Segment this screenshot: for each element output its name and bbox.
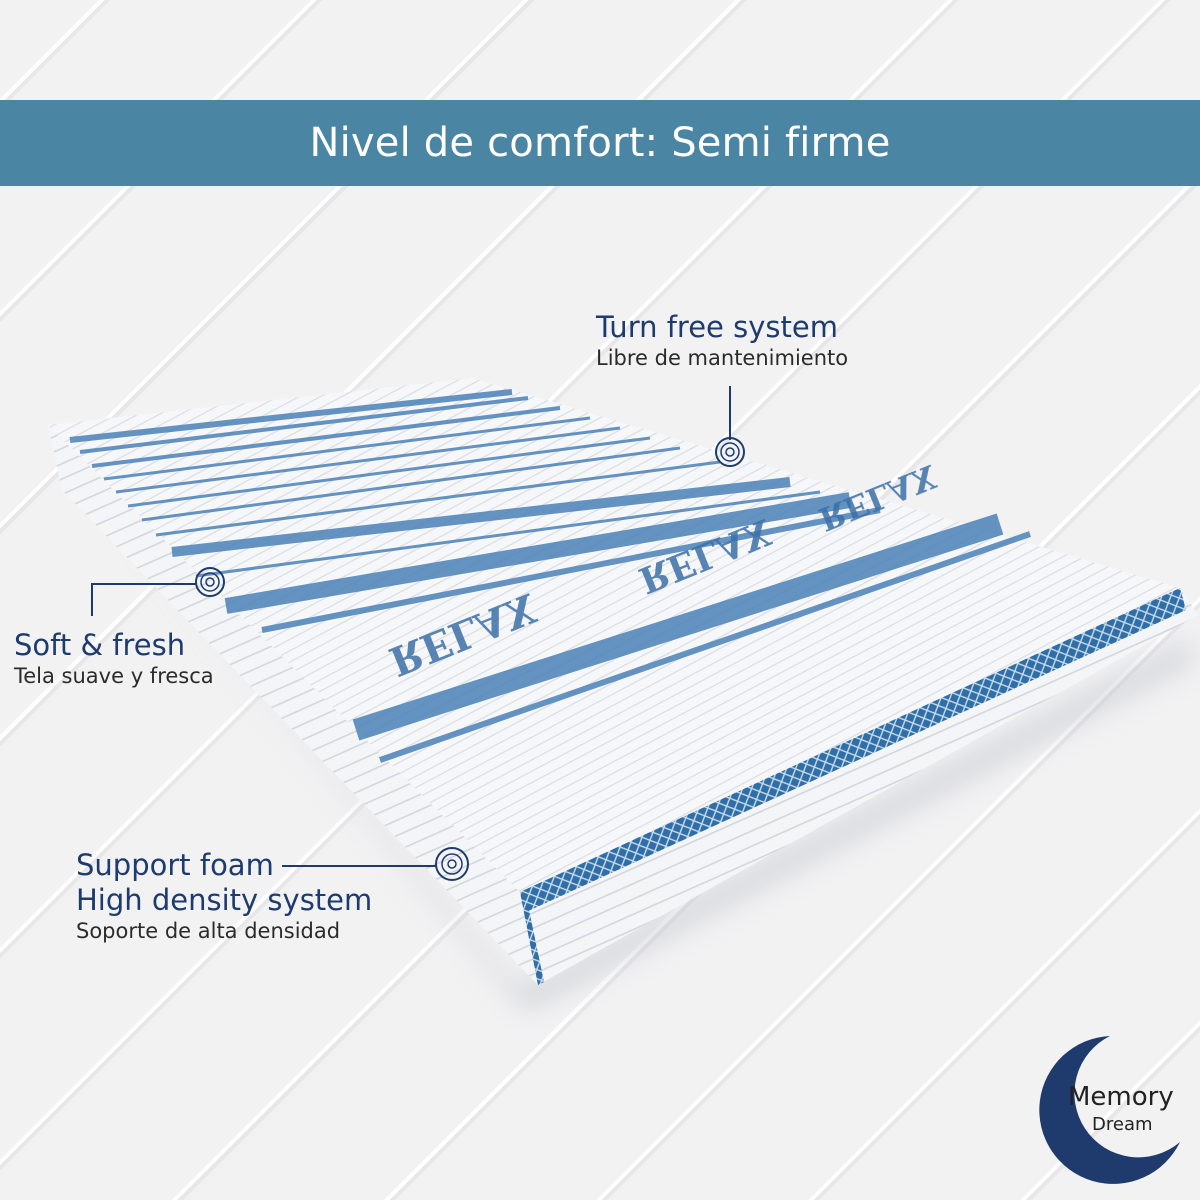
callout-support-foam	[282, 847, 469, 881]
feature-turn-free-subtitle: Libre de mantenimiento	[596, 346, 849, 370]
mattress-lattice-corner	[520, 892, 544, 985]
feature-soft-fresh: Soft & fresh Tela suave y fresca	[14, 628, 214, 689]
comfort-level-title: Nivel de comfort: Semi firme	[309, 120, 891, 166]
comfort-level-banner: Nivel de comfort: Semi firme	[0, 100, 1200, 186]
feature-turn-free-title: Turn free system	[596, 310, 838, 344]
mattress-top-surface	[48, 378, 1180, 892]
mattress-end-side	[520, 588, 1198, 985]
feature-support-foam-title-2: High density system	[76, 883, 373, 917]
callout-soft-fresh	[91, 567, 225, 616]
feature-support-foam-title-1: Support foam	[76, 848, 274, 882]
logo-text-memory: Memory	[1068, 1082, 1174, 1112]
mattress-front-side	[48, 425, 538, 985]
callout-turn-free	[715, 386, 745, 467]
mattress-stripes	[69, 389, 1031, 763]
feature-soft-fresh-title: Soft & fresh	[14, 628, 186, 662]
feature-support-foam: Support foam High density system Soporte…	[76, 848, 372, 944]
feature-support-foam-subtitle: Soporte de alta densidad	[76, 919, 341, 943]
feature-soft-fresh-subtitle: Tela suave y fresca	[14, 664, 214, 688]
feature-turn-free: Turn free system Libre de mantenimiento	[596, 310, 848, 371]
logo-text-dream: Dream	[1092, 1114, 1153, 1135]
mattress-lattice-border	[520, 588, 1186, 912]
memory-dream-logo-moon-icon	[1039, 1036, 1180, 1184]
